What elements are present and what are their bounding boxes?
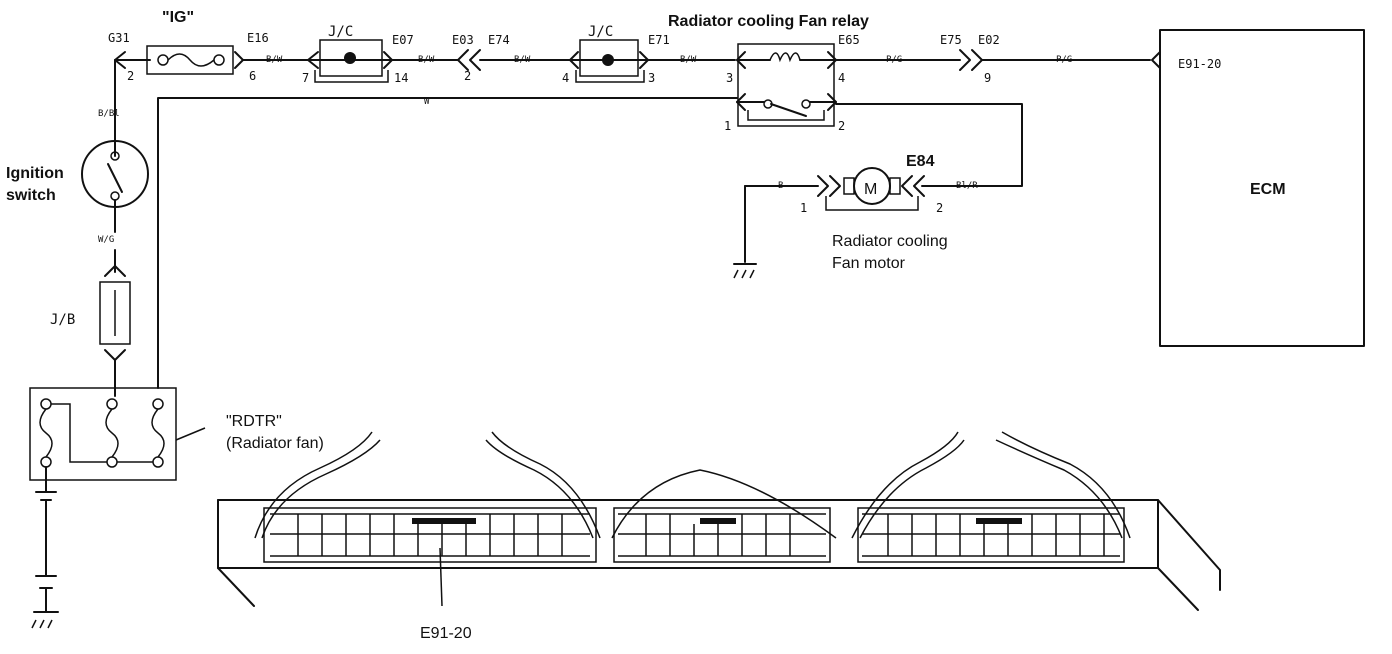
jc2-pin-in: 4 — [562, 71, 569, 85]
jb-label: J/B — [50, 312, 75, 328]
e16-label: E16 — [247, 31, 269, 45]
ecm-connector-illustration — [217, 431, 1221, 611]
fan-relay — [736, 43, 837, 127]
relay-pin1: 1 — [724, 119, 731, 133]
rdtr-fuse-block — [29, 387, 206, 481]
battery — [31, 466, 59, 629]
e75-e02-connector — [959, 49, 971, 71]
relay-title: Radiator cooling Fan relay — [668, 13, 869, 30]
e16-pin: 6 — [249, 69, 256, 83]
e74-pin: 2 — [464, 69, 471, 83]
e07-label: E07 — [392, 33, 414, 47]
relay-pin3: 3 — [726, 71, 733, 85]
junction-connector-2 — [579, 39, 639, 77]
e07-pin-out: 14 — [394, 71, 408, 85]
ig-fuse-label: "IG" — [162, 9, 194, 26]
relay-pin2: 2 — [838, 119, 845, 133]
wire-bw-1: B/W — [266, 55, 283, 65]
ignition-switch-label-1: Ignition — [6, 165, 64, 182]
rdtr-label-2: (Radiator fan) — [226, 435, 324, 452]
jc1-label: J/C — [328, 24, 353, 40]
g31-pin: 2 — [127, 69, 134, 83]
ecm-box — [1159, 29, 1365, 347]
fan-motor-label-1: Radiator cooling — [832, 233, 948, 250]
e16-connector — [234, 51, 244, 69]
wire-blr: Bl/R — [956, 181, 978, 191]
jc2-label: J/C — [588, 24, 613, 40]
ecm-label: ECM — [1250, 181, 1286, 198]
e03-label: E03 — [452, 33, 474, 47]
motor-pin1: 1 — [800, 201, 807, 215]
e65-label: E65 — [838, 33, 860, 47]
junction-connector-1 — [319, 39, 383, 77]
g31-label: G31 — [108, 31, 130, 45]
rdtr-label-1: "RDTR" — [226, 413, 282, 430]
ignition-switch — [81, 140, 149, 233]
fan-motor-label-2: Fan motor — [832, 255, 906, 272]
blr-wire — [835, 103, 1023, 187]
w-wire — [157, 97, 738, 389]
e02-label: E02 — [978, 33, 1000, 47]
fan-motor — [733, 167, 925, 279]
e07-pin-in: 7 — [302, 71, 309, 85]
wire-bw-3: B/W — [514, 55, 531, 65]
jc2-pin-out: 3 — [648, 71, 655, 85]
junction-block — [99, 249, 131, 397]
e91-20-label: E91-20 — [1178, 57, 1221, 71]
e03-e74-connector — [457, 49, 469, 71]
wire-pg-2: P/G — [1056, 55, 1072, 65]
e74-label: E74 — [488, 33, 510, 47]
e71-label: E71 — [648, 33, 670, 47]
wire-w: W — [424, 97, 430, 107]
wire-bw-4: B/W — [680, 55, 697, 65]
wire-b: B — [778, 181, 783, 191]
ignition-switch-label-2: switch — [6, 187, 56, 204]
wire-pg-1: P/G — [886, 55, 902, 65]
motor-pin2: 2 — [936, 201, 943, 215]
ecm-pin-callout: E91-20 — [420, 625, 472, 642]
motor-symbol: M — [864, 181, 877, 198]
relay-pin4: 4 — [838, 71, 845, 85]
e02-pin: 9 — [984, 71, 991, 85]
wire-bw-2: B/W — [418, 55, 435, 65]
e75-label: E75 — [940, 33, 962, 47]
wire-bbl: B/Bl — [98, 109, 120, 119]
ig-fuse — [146, 45, 234, 75]
wire-wg: W/G — [98, 235, 114, 245]
top-harness — [114, 39, 1161, 151]
e84-label: E84 — [906, 153, 935, 170]
